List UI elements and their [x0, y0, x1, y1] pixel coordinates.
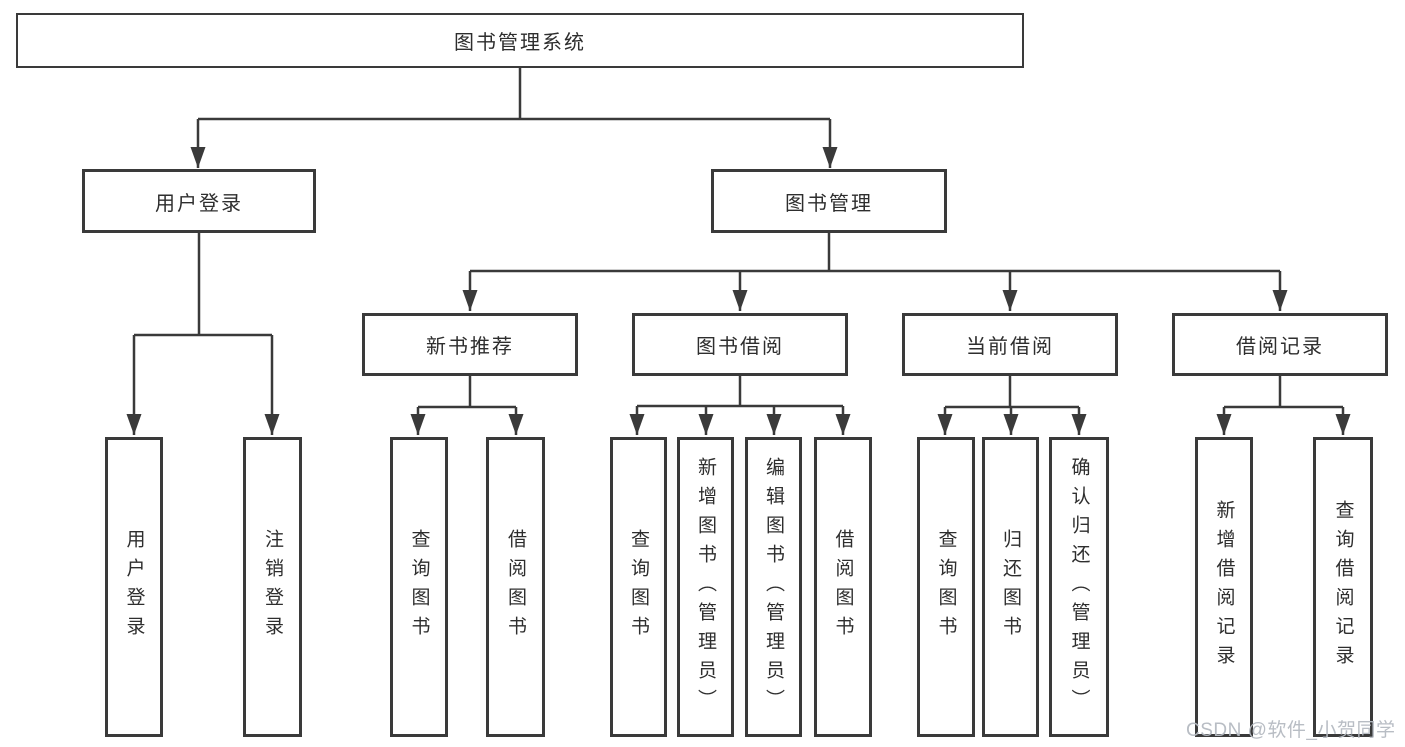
csdn-watermark: CSDN @软件_小贺同学: [1186, 720, 1396, 741]
connector-new-book-recommend: [418, 376, 516, 409]
node-label: 新书推荐: [426, 336, 514, 358]
leaf-logout: 注销登录: [243, 437, 302, 737]
leaf-label: 新增图书（管理员）: [695, 456, 716, 718]
connector-current-borrowing: [945, 376, 1079, 409]
node-current-borrowing: 当前借阅: [902, 313, 1118, 376]
connector-book-borrowing: [637, 376, 843, 408]
connector-borrowing-records: [1224, 376, 1343, 409]
leaf-cb-confirm-return-admin: 确认归还（管理员）: [1049, 437, 1109, 737]
leaf-label: 编辑图书（管理员）: [763, 456, 784, 718]
leaf-bb-query-books: 查询图书: [610, 437, 667, 737]
leaf-br-add-record: 新增借阅记录: [1195, 437, 1253, 737]
node-new-book-recommend: 新书推荐: [362, 313, 578, 376]
node-label: 用户登录: [155, 192, 243, 215]
connector-user-login: [134, 233, 272, 337]
node-label: 当前借阅: [966, 336, 1054, 358]
node-label: 借阅记录: [1236, 336, 1324, 358]
leaf-bb-edit-books-admin: 编辑图书（管理员）: [745, 437, 802, 737]
leaf-br-query-record: 查询借阅记录: [1313, 437, 1373, 737]
node-label: 图书借阅: [696, 336, 784, 358]
leaf-nbr-borrow-books: 借阅图书: [486, 437, 545, 737]
node-book-borrowing: 图书借阅: [632, 313, 848, 376]
leaf-bb-borrow-books: 借阅图书: [814, 437, 872, 737]
leaf-user-login: 用户登录: [105, 437, 163, 737]
connector-root: [198, 68, 830, 121]
leaf-label: 查询借阅记录: [1332, 500, 1354, 674]
node-borrowing-records: 借阅记录: [1172, 313, 1388, 376]
leaf-label: 查询图书: [935, 529, 957, 645]
leaf-label: 用户登录: [123, 529, 145, 645]
node-label: 图书管理系统: [454, 32, 586, 54]
node-user-login: 用户登录: [82, 169, 316, 233]
leaf-cb-return-books: 归还图书: [982, 437, 1039, 737]
leaf-label: 借阅图书: [832, 529, 854, 645]
leaf-label: 确认归还（管理员）: [1068, 456, 1090, 718]
connector-book-management: [470, 233, 1280, 273]
leaf-bb-add-books-admin: 新增图书（管理员）: [677, 437, 734, 737]
leaf-nbr-query-books: 查询图书: [390, 437, 448, 737]
leaf-label: 新增借阅记录: [1213, 500, 1235, 674]
leaf-label: 借阅图书: [505, 529, 526, 645]
leaf-label: 归还图书: [1000, 529, 1021, 645]
leaf-label: 注销登录: [262, 529, 283, 645]
node-book-management: 图书管理: [711, 169, 947, 233]
leaf-cb-query-books: 查询图书: [917, 437, 975, 737]
leaf-label: 查询图书: [408, 529, 430, 645]
leaf-label: 查询图书: [628, 529, 649, 645]
node-library-management-system: 图书管理系统: [16, 13, 1024, 68]
node-label: 图书管理: [785, 192, 873, 215]
